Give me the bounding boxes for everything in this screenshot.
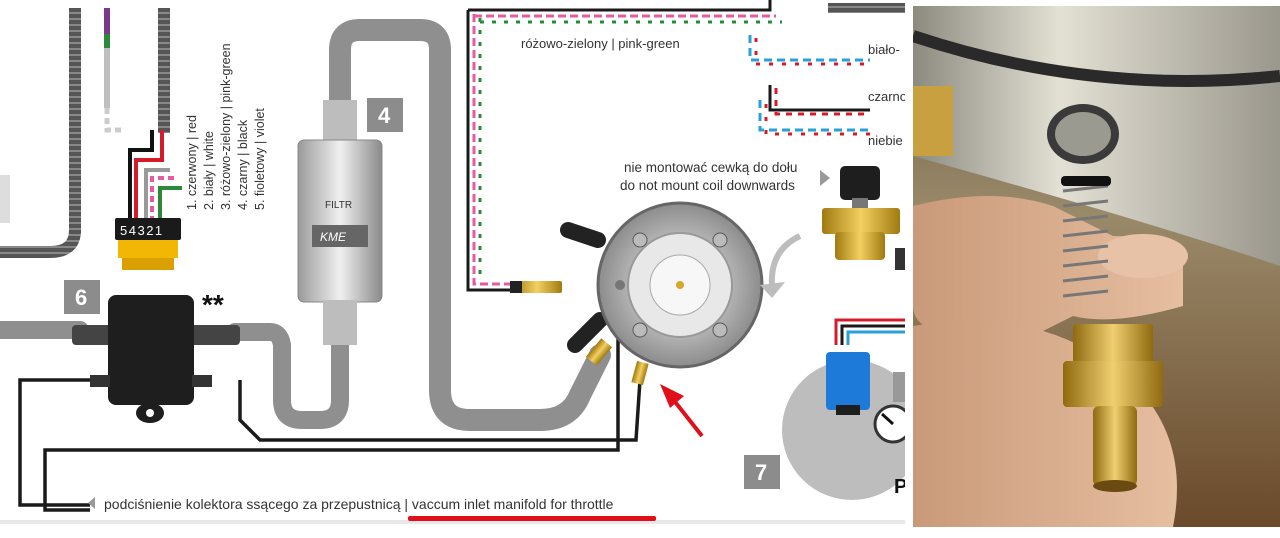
svg-text:4. czarny | black: 4. czarny | black xyxy=(236,119,250,210)
wire-legend-item: 2. biały | white xyxy=(202,131,216,210)
wire-legend-item: 3. różowo-zielony | pink-green xyxy=(219,43,233,210)
right-wires xyxy=(748,3,905,345)
red-pointer-arrow xyxy=(660,384,704,438)
svg-text:6: 6 xyxy=(75,285,87,310)
connector-pins: 54321 xyxy=(120,223,164,238)
wire-label-blue: niebie xyxy=(868,133,903,148)
wire-legend-item: 5. fioletowy | violet xyxy=(253,108,267,210)
filter-brand-logo: KME xyxy=(320,230,347,244)
curved-arrow-head xyxy=(760,282,785,298)
wire-label-black: czarno xyxy=(868,89,905,104)
number-box-gauge: 7 xyxy=(744,455,780,489)
wire-legend-item: 4. czarny | black xyxy=(236,119,250,210)
svg-text:7: 7 xyxy=(755,460,767,485)
number-box-filter: 4 xyxy=(367,98,403,132)
wire-label-white: biało- xyxy=(868,42,900,57)
mount-note-en: do not mount coil downwards xyxy=(620,178,795,193)
wire-connector: 54321 xyxy=(115,218,181,270)
coiled-cable xyxy=(0,8,170,258)
solenoid-valve xyxy=(822,166,905,270)
lpg-wiring-diagram: 54321 1. czerwony | red 2. biały | white… xyxy=(0,0,905,524)
svg-text:5. fioletowy | violet: 5. fioletowy | violet xyxy=(253,108,267,210)
pink-green-wire xyxy=(466,0,782,292)
wire-legend-item: 1. czerwony | red xyxy=(185,115,199,210)
red-underline xyxy=(408,516,656,521)
valve-photo xyxy=(913,6,1280,527)
wire-legend: 1. czerwony | red 2. biały | white 3. ró… xyxy=(185,43,267,210)
brass-fitting xyxy=(1063,324,1163,492)
wire-label-pink-green: różowo-zielony | pink-green xyxy=(521,36,680,51)
mount-note-pl: nie montować cewką do dołu xyxy=(624,160,797,175)
number-box-map-sensor: 6 xyxy=(64,280,100,314)
svg-text:4: 4 xyxy=(378,103,391,128)
vacuum-label: podciśnienie kolektora ssącego za przepu… xyxy=(0,496,905,524)
svg-text:2. biały | white: 2. biały | white xyxy=(202,131,216,210)
level-gauge: P xyxy=(782,352,905,500)
vacuum-line xyxy=(18,290,642,512)
curved-arrow xyxy=(768,233,802,286)
cropped-letter: P xyxy=(894,476,905,498)
mount-note: nie montować cewką do dołu do not mount … xyxy=(620,160,830,193)
map-sensor xyxy=(72,295,240,423)
filter-label: FILTR xyxy=(325,200,352,211)
regulator-body xyxy=(913,6,1280,266)
gas-reducer xyxy=(510,201,764,386)
gas-filter: FILTR KME xyxy=(297,100,383,345)
vacuum-label-text: podciśnienie kolektora ssącego za przepu… xyxy=(104,496,614,512)
map-sensor-mark: ** xyxy=(202,289,224,320)
svg-text:1. czerwony | red: 1. czerwony | red xyxy=(185,115,199,210)
spring xyxy=(1061,176,1111,298)
svg-text:3. różowo-zielony | pink-green: 3. różowo-zielony | pink-green xyxy=(219,43,233,210)
gas-hose xyxy=(0,19,611,431)
wire-bundle xyxy=(104,8,182,222)
